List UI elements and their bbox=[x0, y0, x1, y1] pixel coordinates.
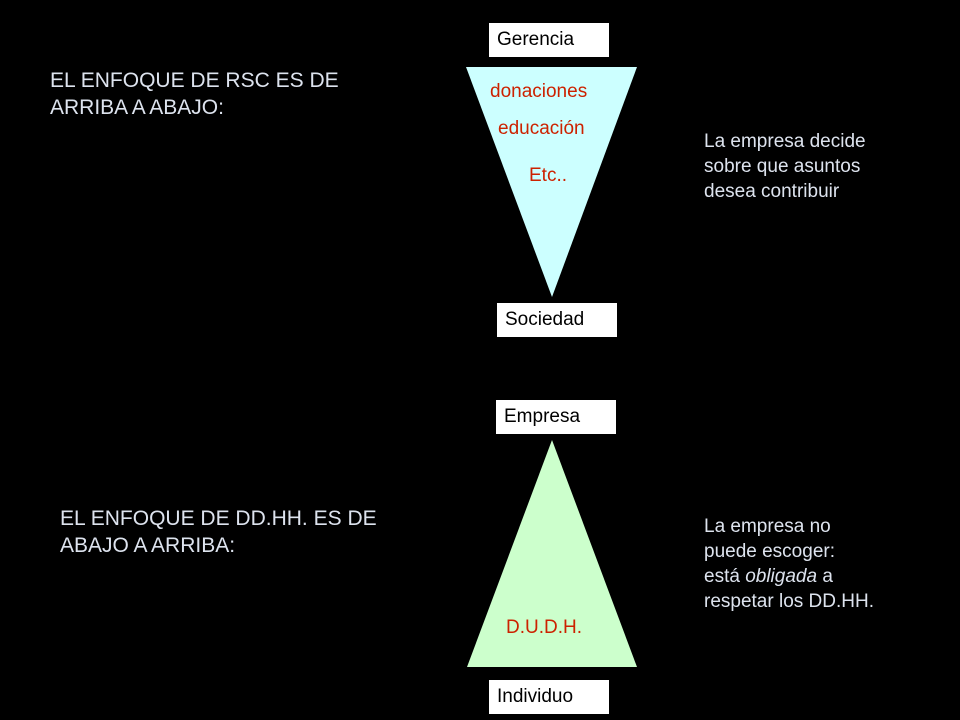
ddhh-note-line3-post: a bbox=[817, 566, 833, 587]
rsc-note-line1: La empresa decide bbox=[704, 131, 866, 152]
ddhh-note: La empresa no puede escoger: está obliga… bbox=[704, 514, 874, 614]
ddhh-note-line3: está obligada a bbox=[704, 564, 874, 589]
ddhh-heading-line1: EL ENFOQUE DE DD.HH. ES DE bbox=[60, 507, 377, 530]
item-dudh: D.U.D.H. bbox=[506, 617, 582, 638]
rsc-heading-line1: EL ENFOQUE DE RSC ES DE bbox=[50, 69, 339, 92]
ddhh-heading-line2: ABAJO A ARRIBA: bbox=[60, 534, 236, 557]
rsc-note-line2: sobre que asuntos bbox=[704, 156, 861, 177]
box-sociedad: Sociedad bbox=[497, 303, 617, 337]
ddhh-note-line1: La empresa no bbox=[704, 516, 831, 537]
ddhh-note-line2: puede escoger: bbox=[704, 541, 835, 562]
rsc-heading-line2: ARRIBA A ABAJO: bbox=[50, 96, 224, 119]
box-individuo: Individuo bbox=[489, 680, 609, 714]
ddhh-note-line3-pre: está bbox=[704, 566, 746, 587]
box-gerencia: Gerencia bbox=[489, 23, 609, 57]
ddhh-note-line3-emphasis: obligada bbox=[745, 566, 818, 587]
item-donaciones: donaciones bbox=[490, 81, 588, 102]
ddhh-note-line4: respetar los DD.HH. bbox=[704, 591, 874, 612]
ddhh-heading: EL ENFOQUE DE DD.HH. ES DE ABAJO A ARRIB… bbox=[60, 505, 377, 559]
item-etc: Etc.. bbox=[529, 165, 568, 186]
rsc-heading: EL ENFOQUE DE RSC ES DE ARRIBA A ABAJO: bbox=[50, 67, 339, 121]
box-empresa: Empresa bbox=[496, 400, 616, 434]
bottom-up-triangle bbox=[467, 440, 637, 667]
item-educacion: educación bbox=[498, 118, 585, 139]
rsc-note-line3: desea contribuir bbox=[704, 181, 840, 202]
rsc-note: La empresa decide sobre que asuntos dese… bbox=[704, 129, 866, 204]
top-down-triangle bbox=[466, 67, 637, 297]
